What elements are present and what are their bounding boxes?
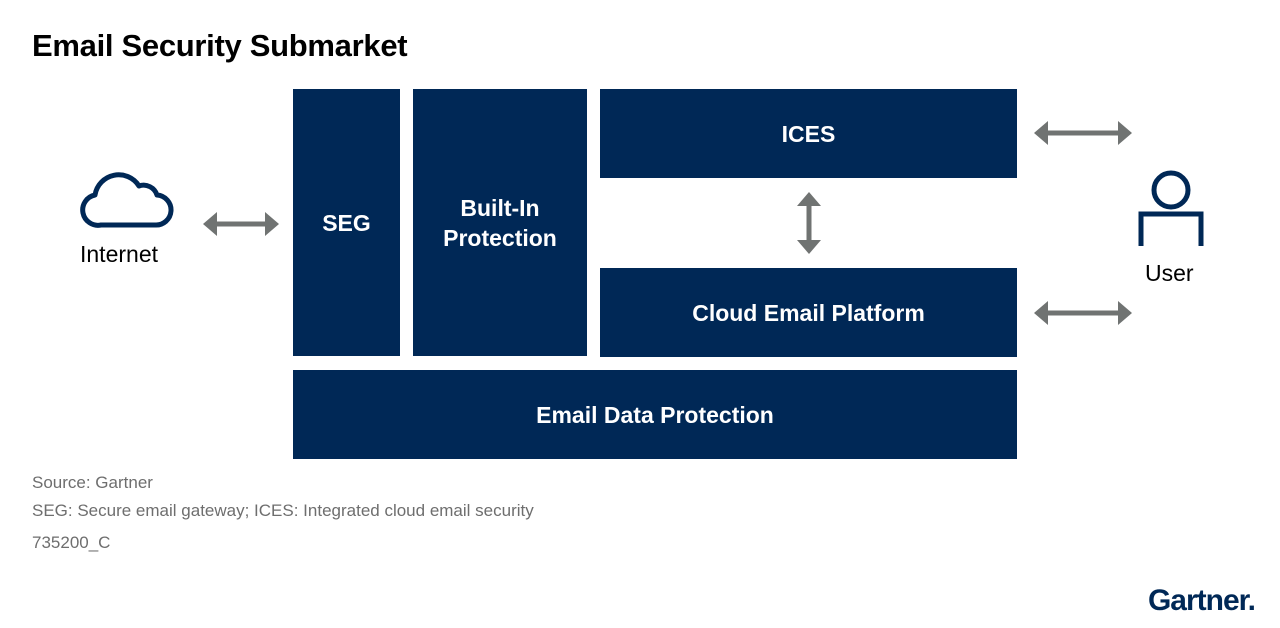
gartner-logo-mark: . — [1247, 584, 1256, 617]
double-arrow-icon — [203, 212, 279, 236]
gartner-logo: Gartner. — [1147, 584, 1256, 618]
ices-block: ICES — [600, 89, 1017, 178]
cloud-email-platform-block: Cloud Email Platform — [600, 268, 1017, 357]
built-in-label-line2: Protection — [443, 224, 557, 251]
gartner-logo-text: Gartner — [1147, 584, 1249, 617]
ices-label: ICES — [781, 120, 836, 147]
built-in-label-line1: Built-In — [460, 194, 540, 221]
cloud-email-platform-label: Cloud Email Platform — [692, 299, 925, 326]
email-data-protection-label: Email Data Protection — [536, 401, 774, 428]
cloud-icon — [80, 172, 174, 228]
user-icon — [1138, 170, 1204, 246]
seg-label: SEG — [322, 209, 371, 236]
definitions-note: SEG: Secure email gateway; ICES: Integra… — [32, 501, 534, 520]
user-label: User — [1145, 260, 1194, 286]
vertical-double-arrow-icon — [797, 192, 821, 254]
email-data-protection-block: Email Data Protection — [293, 370, 1017, 459]
seg-block: SEG — [293, 89, 400, 356]
double-arrow-icon — [1034, 121, 1132, 145]
figure-code: 735200_C — [32, 533, 111, 552]
diagram-title: Email Security Submarket — [32, 28, 408, 63]
internet-label: Internet — [80, 241, 158, 267]
source-note: Source: Gartner — [32, 473, 153, 492]
double-arrow-icon — [1034, 301, 1132, 325]
built-in-protection-block: Built-In Protection — [413, 89, 587, 356]
